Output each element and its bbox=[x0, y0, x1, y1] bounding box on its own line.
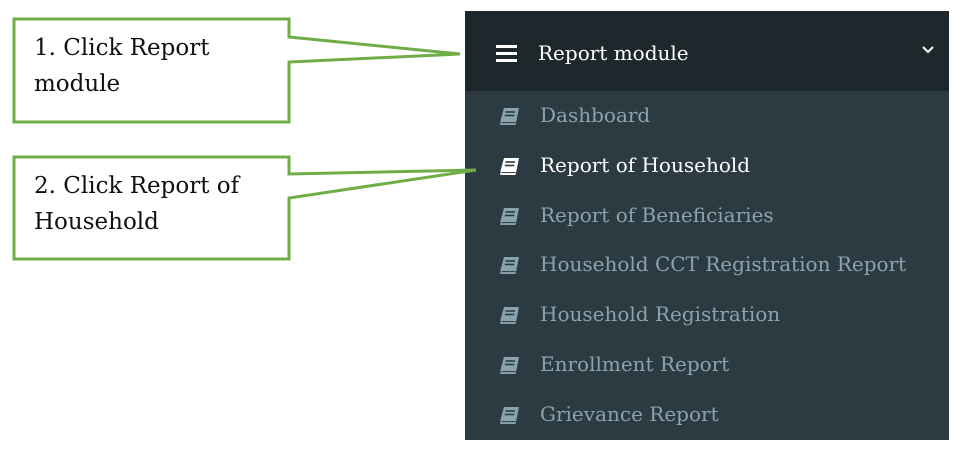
sidebar-item-report-of-household[interactable]: Report of Household bbox=[465, 141, 949, 191]
book-icon bbox=[500, 307, 519, 325]
sidebar-item-label: Household CCT Registration Report bbox=[540, 252, 907, 277]
callout-2-line-2: Household bbox=[34, 209, 159, 235]
callout-2-line-1: 2. Click Report of bbox=[34, 173, 240, 199]
sidebar-item-grievance-report[interactable]: Grievance Report bbox=[465, 390, 949, 440]
report-menu: Dashboard Report of Household Report of … bbox=[465, 91, 949, 440]
sidebar-item-label: Report of Beneficiaries bbox=[540, 202, 774, 227]
book-icon bbox=[500, 108, 519, 125]
book-icon bbox=[500, 157, 519, 175]
sidebar-item-report-of-beneficiaries[interactable]: Report of Beneficiaries bbox=[465, 191, 949, 241]
book-icon bbox=[500, 257, 519, 275]
book-icon bbox=[500, 207, 519, 225]
sidebar-item-label: Grievance Report bbox=[540, 401, 719, 426]
sidebar-item-label: Report of Household bbox=[540, 152, 751, 177]
sidebar-item-label: Dashboard bbox=[540, 103, 651, 127]
callout-text-1: 1. Click Report module bbox=[34, 30, 274, 102]
book-icon bbox=[500, 356, 519, 374]
callout-1-line-2: module bbox=[34, 71, 121, 97]
sidebar-item-label: Enrollment Report bbox=[540, 351, 730, 376]
book-icon bbox=[500, 406, 519, 424]
sidebar-item-label: Household Registration bbox=[540, 302, 781, 327]
chevron-down-icon[interactable] bbox=[921, 45, 935, 55]
report-module-label: Report module bbox=[538, 41, 689, 65]
callout-text-2: 2. Click Report of Household bbox=[34, 168, 274, 240]
hamburger-icon bbox=[496, 45, 517, 62]
sidebar-item-household-cct-registration-report[interactable]: Household CCT Registration Report bbox=[465, 240, 949, 290]
callout-1-line-1: 1. Click Report bbox=[34, 35, 210, 61]
report-module-header[interactable]: Report module bbox=[465, 11, 949, 91]
sidebar-item-dashboard[interactable]: Dashboard bbox=[465, 91, 949, 141]
sidebar-item-household-registration[interactable]: Household Registration bbox=[465, 290, 949, 340]
sidebar-item-enrollment-report[interactable]: Enrollment Report bbox=[465, 340, 949, 390]
sidebar: Report module Dashboard Report of Househ… bbox=[465, 11, 949, 440]
